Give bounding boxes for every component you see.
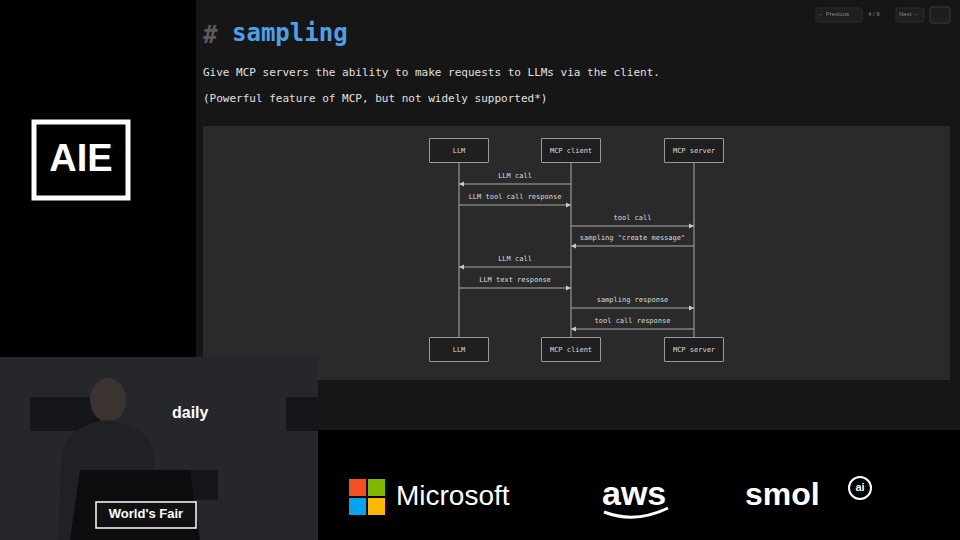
nav-label: Next →	[899, 11, 919, 18]
speaker-head	[90, 378, 126, 422]
arrowhead	[566, 286, 571, 291]
participant-name: MCP server	[673, 346, 715, 354]
lifeline	[694, 163, 695, 337]
participant-box: MCP client	[541, 138, 601, 163]
arrowhead	[689, 224, 694, 229]
message-arrow	[459, 286, 571, 291]
connector-line	[459, 205, 571, 206]
logo-frame	[34, 122, 128, 198]
message-label: LLM text response	[477, 277, 553, 285]
logo-text: AIE	[34, 137, 128, 181]
connector-line	[459, 163, 460, 337]
participant-box: LLM	[429, 138, 489, 163]
participant-name: MCP server	[673, 147, 715, 155]
participant-name: LLM	[453, 346, 466, 354]
connector-line	[459, 184, 571, 185]
sponsor-logo: smol	[745, 476, 820, 513]
logo-square	[368, 498, 385, 515]
message-label: LLM call	[496, 173, 534, 181]
speaker-video	[0, 357, 318, 540]
connector-line	[459, 267, 571, 268]
heading-mark: #	[203, 22, 217, 50]
arrowhead	[689, 306, 694, 311]
logo-square	[349, 479, 366, 496]
lectern-text: World's Fair	[96, 507, 196, 522]
arrowhead	[459, 265, 464, 270]
logo-square	[368, 479, 385, 496]
lifeline	[571, 163, 572, 337]
connector-line	[571, 308, 694, 309]
connector-line	[571, 226, 694, 227]
message-arrow	[571, 244, 694, 249]
participant-name: MCP client	[550, 147, 592, 155]
logo-square	[349, 498, 366, 515]
slide-title: sampling	[232, 20, 348, 48]
connector-line	[571, 329, 694, 330]
participant-name: MCP client	[550, 346, 592, 354]
page-counter: 4 / 9	[868, 11, 880, 18]
arrowhead	[571, 327, 576, 332]
message-label: LLM tool call response	[467, 194, 564, 202]
message-arrow	[459, 182, 571, 187]
nav-button	[816, 8, 862, 22]
participant-name: LLM	[453, 147, 466, 155]
message-arrow	[459, 265, 571, 270]
nav-button	[930, 7, 950, 23]
connector-line	[571, 163, 572, 337]
message-label: tool call response	[593, 318, 673, 326]
sponsor-logo: Microsoft	[396, 480, 510, 512]
participant-box: MCP client	[541, 337, 601, 362]
participant-box: MCP server	[664, 337, 724, 362]
message-arrow	[571, 327, 694, 332]
arrowhead	[566, 203, 571, 208]
connector-line	[571, 246, 694, 247]
wall-logo: daily	[172, 404, 208, 422]
message-label: sampling "create message"	[578, 235, 687, 243]
logo-circle	[849, 477, 871, 499]
message-arrow	[571, 306, 694, 311]
lectern	[70, 470, 200, 540]
participant-box: MCP server	[664, 138, 724, 163]
nav-label: ← Previous	[818, 11, 849, 18]
sponsor-logo: ai	[849, 481, 871, 494]
slide-text: Give MCP servers the ability to make req…	[203, 67, 660, 80]
arrowhead	[459, 182, 464, 187]
message-arrow	[571, 224, 694, 229]
participant-box: LLM	[429, 337, 489, 362]
message-label: LLM call	[496, 256, 534, 264]
message-arrow	[459, 203, 571, 208]
connector-line	[459, 288, 571, 289]
slide-note: (Powerful feature of MCP, but not widely…	[203, 93, 547, 106]
diagram-panel	[203, 126, 950, 380]
lifeline	[459, 163, 460, 337]
message-label: sampling response	[595, 297, 671, 305]
nav-button	[896, 8, 924, 22]
connector-line	[694, 163, 695, 337]
sponsor-logo: aws	[602, 474, 666, 513]
banner	[286, 397, 318, 431]
message-label: tool call	[612, 215, 654, 223]
lectern-sign	[96, 502, 196, 528]
arrowhead	[571, 244, 576, 249]
